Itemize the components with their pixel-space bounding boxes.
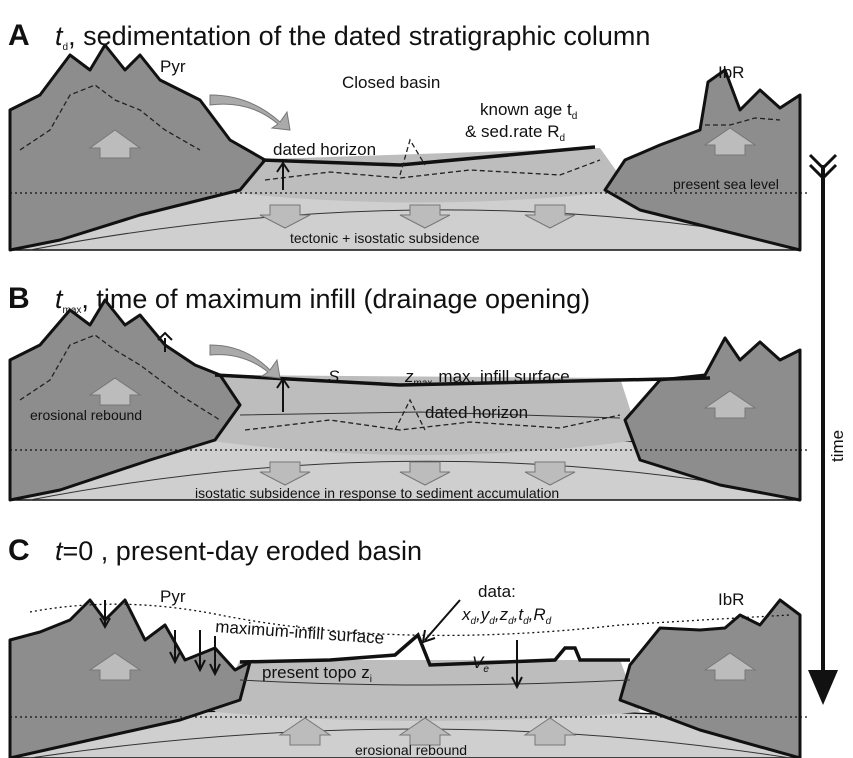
time-axis-start-marker xyxy=(808,153,838,181)
panel-a-dated-horizon-label: dated horizon xyxy=(273,140,376,159)
panel-c-uplift-arrow xyxy=(703,652,757,681)
time-axis-label: time xyxy=(828,430,847,462)
panel-a-subsidence-arrow xyxy=(399,204,451,229)
panel-a-subsidence-label: tectonic + isostatic subsidence xyxy=(290,230,480,246)
panel-c-internal-line xyxy=(239,679,631,686)
panel-b-letter: B xyxy=(8,282,30,315)
panel-b-subsidence-label: isostatic subsidence in response to sedi… xyxy=(195,485,559,501)
panel-c-title: t=0 , present-day eroded basin xyxy=(55,536,422,566)
panel-c-erosion-arrows xyxy=(99,599,523,690)
panel-b-erosion-arrow xyxy=(209,344,281,379)
panel-a-title: td, sedimentation of the dated stratigra… xyxy=(55,21,650,53)
panel-c-uplift-arrow xyxy=(278,717,332,746)
panel-c-uplift-arrow xyxy=(88,652,142,681)
panel-a-pyr-label: Pyr xyxy=(160,57,186,76)
panel-c-data-vars: xd,yd,zd,td,Rd xyxy=(461,605,552,627)
panel-b-dated-horizon-label: dated horizon xyxy=(425,403,528,422)
panel-b-sediment xyxy=(205,375,640,455)
panel-a-erosion-arrow xyxy=(209,94,291,131)
panel-b-rebound-label: erosional rebound xyxy=(30,407,142,423)
panel-b-erosion-marker xyxy=(157,331,173,352)
panel-a-sea-level-label: present sea level xyxy=(673,176,779,192)
panel-b-uplift-arrow xyxy=(703,390,757,419)
panel-c-present-topo xyxy=(239,632,630,667)
panel-a-uplift-arrow xyxy=(703,127,757,156)
panel-a-subsidence-arrow xyxy=(259,204,311,229)
panel-c-right-mountains xyxy=(618,598,802,758)
panel-c: C t=0 , present-day eroded basin Pyr IbR xyxy=(8,534,810,758)
panel-b-title: tmax, time of maximum infill (drainage o… xyxy=(55,284,590,316)
panel-b-s-label: S xyxy=(328,367,340,386)
panel-b-dated-horizon-line xyxy=(239,411,621,419)
panel-c-uplift-arrow xyxy=(523,717,577,746)
time-axis: time xyxy=(808,153,847,705)
panel-b-max-infill-line xyxy=(214,373,711,387)
panel-c-uplift-arrow xyxy=(398,717,452,746)
panel-a-internal-dashed xyxy=(264,159,601,181)
panel-a-ibr-label: IbR xyxy=(718,63,744,82)
panel-c-max-infill-label: maximum-infill surface xyxy=(215,617,385,648)
panel-a: A td, sedimentation of the dated stratig… xyxy=(8,19,810,252)
panel-a-right-dashed xyxy=(705,117,781,126)
panel-b-subsidence-arrow xyxy=(524,461,576,486)
panel-c-max-infill-surface xyxy=(29,603,791,637)
panel-c-ibr-label: IbR xyxy=(718,590,744,609)
panel-a-basin-label: Closed basin xyxy=(342,73,440,92)
panel-a-peak-dashed xyxy=(399,138,426,176)
panel-a-known-age: known age td xyxy=(480,100,577,122)
panel-b-peak-dashed xyxy=(394,398,426,431)
panel-b-subsidence-arrow xyxy=(399,461,451,486)
panel-a-right-mountains xyxy=(603,68,802,252)
panel-a-dated-horizon xyxy=(261,145,596,167)
panel-c-data-label: data: xyxy=(478,582,516,601)
panel-c-sediment xyxy=(215,660,640,721)
panel-b-right-mountains xyxy=(623,336,802,502)
panel-a-subsidence-arrow xyxy=(524,204,576,229)
panel-b-basement-line xyxy=(29,460,791,501)
panel-b-left-dashed xyxy=(19,334,221,421)
panel-c-present-topo-label: present topo zi xyxy=(262,663,372,685)
panel-c-rebound-label: erosional rebound xyxy=(355,742,467,758)
panel-a-left-dashed xyxy=(19,84,201,151)
panel-c-pyr-label: Pyr xyxy=(160,587,186,606)
panel-a-uplift-arrow xyxy=(88,129,142,159)
panel-c-ve-label: Ve xyxy=(472,653,489,675)
panel-a-letter: A xyxy=(8,19,30,52)
panel-b-subsidence-arrow xyxy=(259,461,311,486)
time-axis-arrowhead xyxy=(808,670,838,705)
panel-b-uplift-arrow xyxy=(88,377,142,406)
panel-a-sed-rate: & sed.rate Rd xyxy=(465,122,565,144)
panel-b: B tmax, time of maximum infill (drainage… xyxy=(8,282,810,502)
panel-c-letter: C xyxy=(8,534,30,567)
